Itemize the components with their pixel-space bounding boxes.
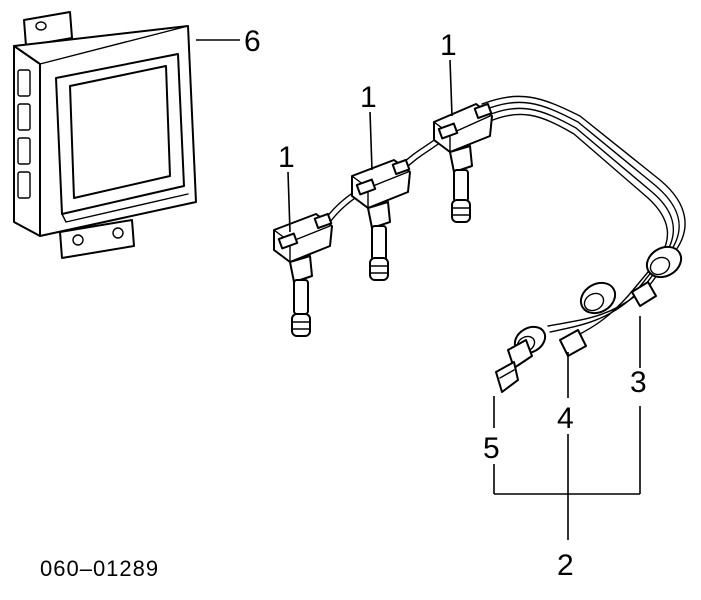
leader-lines <box>196 39 641 540</box>
callout-1-left: 1 <box>278 141 295 174</box>
callout-1-top: 1 <box>440 29 457 62</box>
spark-plug-boot-5 <box>495 325 547 393</box>
diagram-part-code: 060–01289 <box>40 556 159 581</box>
ignition-control-module <box>13 11 197 259</box>
wire-bundle <box>325 95 686 337</box>
callout-5: 5 <box>483 432 500 465</box>
spark-plug-boot-4 <box>559 281 617 357</box>
ignition-coil-middle <box>351 158 411 281</box>
callout-6: 6 <box>244 25 261 58</box>
ignition-coil-top <box>433 102 493 223</box>
callout-3: 3 <box>630 366 647 399</box>
spark-plug-boot-3 <box>631 245 683 307</box>
callout-1-middle: 1 <box>360 81 377 114</box>
callout-4: 4 <box>557 402 574 435</box>
ignition-coil-left <box>273 212 333 337</box>
callout-2: 2 <box>557 549 574 582</box>
